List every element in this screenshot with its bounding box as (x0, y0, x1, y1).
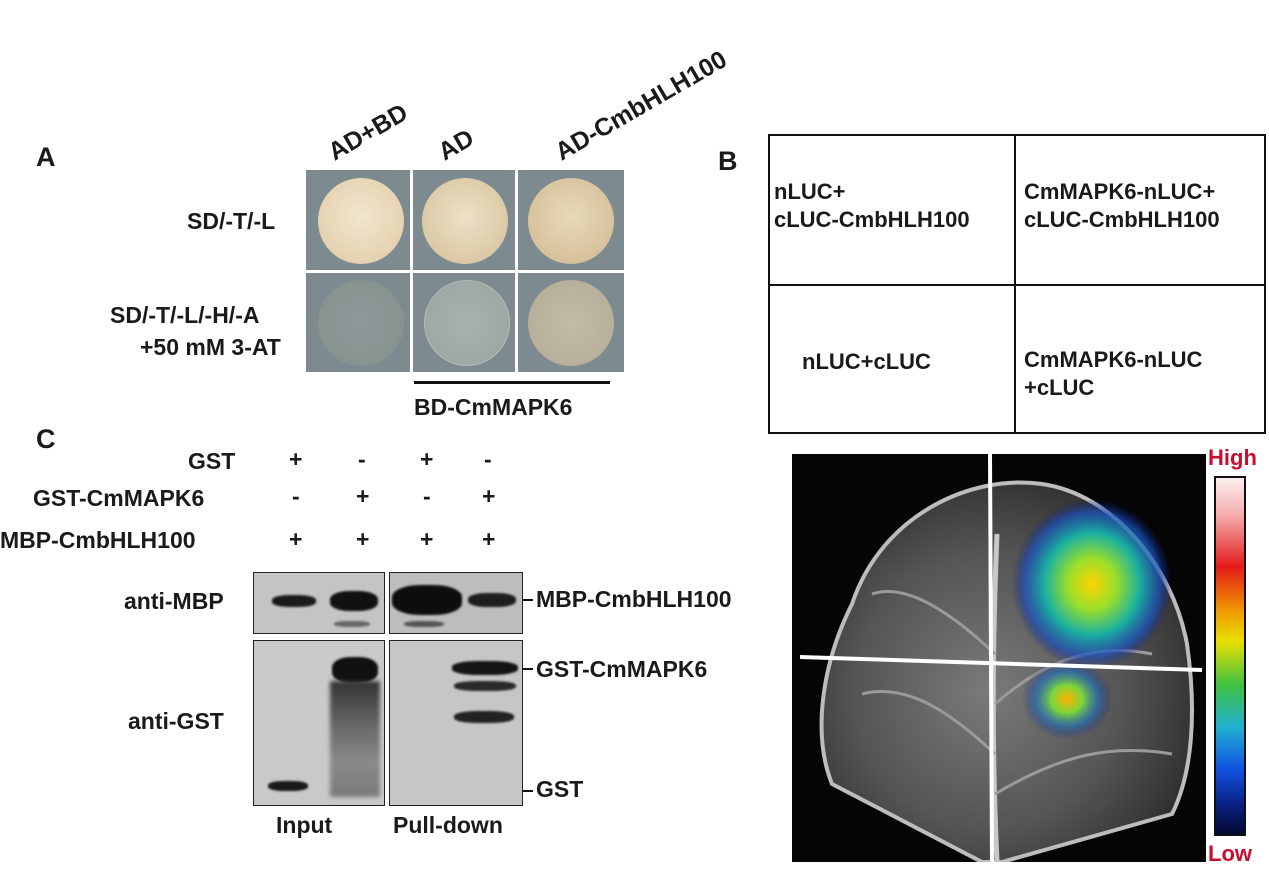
cell-br-line2: +cLUC (1024, 375, 1095, 400)
band-gst-cmmapk6-lane4-b (454, 681, 516, 691)
leaf-vein-4 (871, 590, 997, 656)
bait-bracket-line (414, 381, 610, 384)
cell-tr-line1: CmMAPK6-nLUC+ (1024, 179, 1216, 204)
leaf-vein-main (990, 533, 1000, 862)
band-mbp-lane3 (392, 585, 462, 615)
signal-top-right (1012, 499, 1172, 669)
band-mbp-lane3-faint (404, 621, 444, 627)
cell-br-line1: CmMAPK6-nLUC (1024, 347, 1203, 372)
band-label-gst: GST (536, 776, 584, 802)
band-mbp-lane1 (272, 595, 316, 607)
table-divider-h (770, 284, 1264, 286)
column-label-ad-cmbhlh100: AD-CmbHLH100 (550, 45, 732, 167)
cell-tr-line2: cLUC-CmbHLH100 (1024, 207, 1220, 232)
colony-r1-c1 (318, 178, 404, 264)
smear-lane2 (330, 681, 380, 797)
leaf-luminescence-image (792, 454, 1206, 862)
leaf-vein-3 (994, 748, 1173, 796)
luc-layout-table: nLUC+ cLUC-CmbHLH100 CmMAPK6-nLUC+ cLUC-… (768, 134, 1266, 434)
scale-low-label: Low (1208, 841, 1252, 866)
tick-mbp (523, 599, 533, 601)
band-label-gst-cmmapk6: GST-CmMAPK6 (536, 656, 708, 682)
cell-tl-line2: cLUC-CmbHLH100 (774, 207, 970, 232)
group-label-pulldown: Pull-down (393, 812, 503, 838)
sign-r2-l1: - (292, 483, 300, 509)
band-gst-cmmapk6-lane2 (332, 657, 378, 683)
antibody-label-gst: anti-GST (128, 708, 224, 734)
colony-r2-c3 (528, 280, 614, 366)
blot-gst-pulldown (389, 640, 523, 806)
plate-divider-v2 (515, 170, 518, 372)
band-gst-cmmapk6-lane4 (452, 661, 518, 675)
quadrant-line-v (988, 454, 994, 862)
cell-top-left: nLUC+ cLUC-CmbHLH100 (774, 178, 970, 234)
sign-r2-l3: - (423, 483, 431, 509)
sign-r1-l2: - (358, 446, 366, 472)
panel-b-letter: B (718, 146, 738, 176)
quadrant-line-h (799, 655, 1203, 672)
blot-mbp-input (253, 572, 385, 634)
cell-top-right: CmMAPK6-nLUC+ cLUC-CmbHLH100 (1024, 178, 1220, 234)
tick-gst (523, 790, 533, 792)
panel-a-letter: A (36, 142, 56, 172)
blot-mbp-pulldown (389, 572, 523, 634)
plate-divider-h (306, 270, 624, 273)
group-label-input: Input (276, 812, 333, 838)
band-gst-cmmapk6-lane4-c (454, 711, 514, 723)
sign-r3-l3: + (420, 526, 434, 552)
cell-bottom-left: nLUC+cLUC (802, 349, 931, 374)
color-scale-bar (1214, 476, 1246, 836)
row-label-mbp-cmbhlh100: MBP-CmbHLH100 (0, 527, 196, 553)
band-gst-lane1 (268, 781, 308, 791)
sign-r3-l1: + (289, 526, 303, 552)
row-label-gst: GST (188, 448, 236, 474)
column-label-ad: AD (433, 123, 479, 167)
cell-bottom-right: CmMAPK6-nLUC +cLUC (1024, 346, 1202, 402)
band-mbp-lane2 (330, 591, 378, 611)
sign-r1-l1: + (289, 446, 303, 472)
colony-r1-c3 (528, 178, 614, 264)
row-label-3at: +50 mM 3-AT (140, 334, 281, 360)
row-label-gst-cmmapk6: GST-CmMAPK6 (33, 485, 205, 511)
panel-c-letter: C (36, 424, 56, 454)
leaf-svg (799, 454, 1203, 862)
row-label-sd-t-l-h-a: SD/-T/-L/-H/-A (110, 302, 260, 328)
colony-r2-c1 (318, 280, 404, 366)
colony-r2-c2 (424, 280, 510, 366)
band-mbp-lane4 (468, 593, 516, 607)
tick-gst-cmmapk6 (523, 668, 533, 670)
sign-r3-l2: + (356, 526, 370, 552)
antibody-label-mbp: anti-MBP (124, 588, 224, 614)
leaf-vein-1 (861, 690, 997, 756)
column-label-ad-bd: AD+BD (323, 98, 413, 167)
sign-r2-l4: + (482, 483, 496, 509)
yeast-plate-grid (306, 170, 624, 372)
signal-bottom-right (1022, 659, 1112, 739)
sign-r1-l3: + (420, 446, 434, 472)
band-mbp-lane2-faint (334, 621, 370, 627)
plate-divider-v1 (410, 170, 413, 372)
bait-label: BD-CmMAPK6 (414, 394, 573, 420)
band-label-mbp-cmbhlh100: MBP-CmbHLH100 (536, 586, 732, 612)
cell-tl-line1: nLUC+ (774, 179, 846, 204)
sign-r2-l2: + (356, 483, 370, 509)
sign-r3-l4: + (482, 526, 496, 552)
scale-high-label: High (1208, 445, 1257, 470)
sign-r1-l4: - (484, 446, 492, 472)
colony-r1-c2 (422, 178, 508, 264)
row-label-sd-t-l: SD/-T/-L (187, 208, 276, 234)
blot-gst-input (253, 640, 385, 806)
